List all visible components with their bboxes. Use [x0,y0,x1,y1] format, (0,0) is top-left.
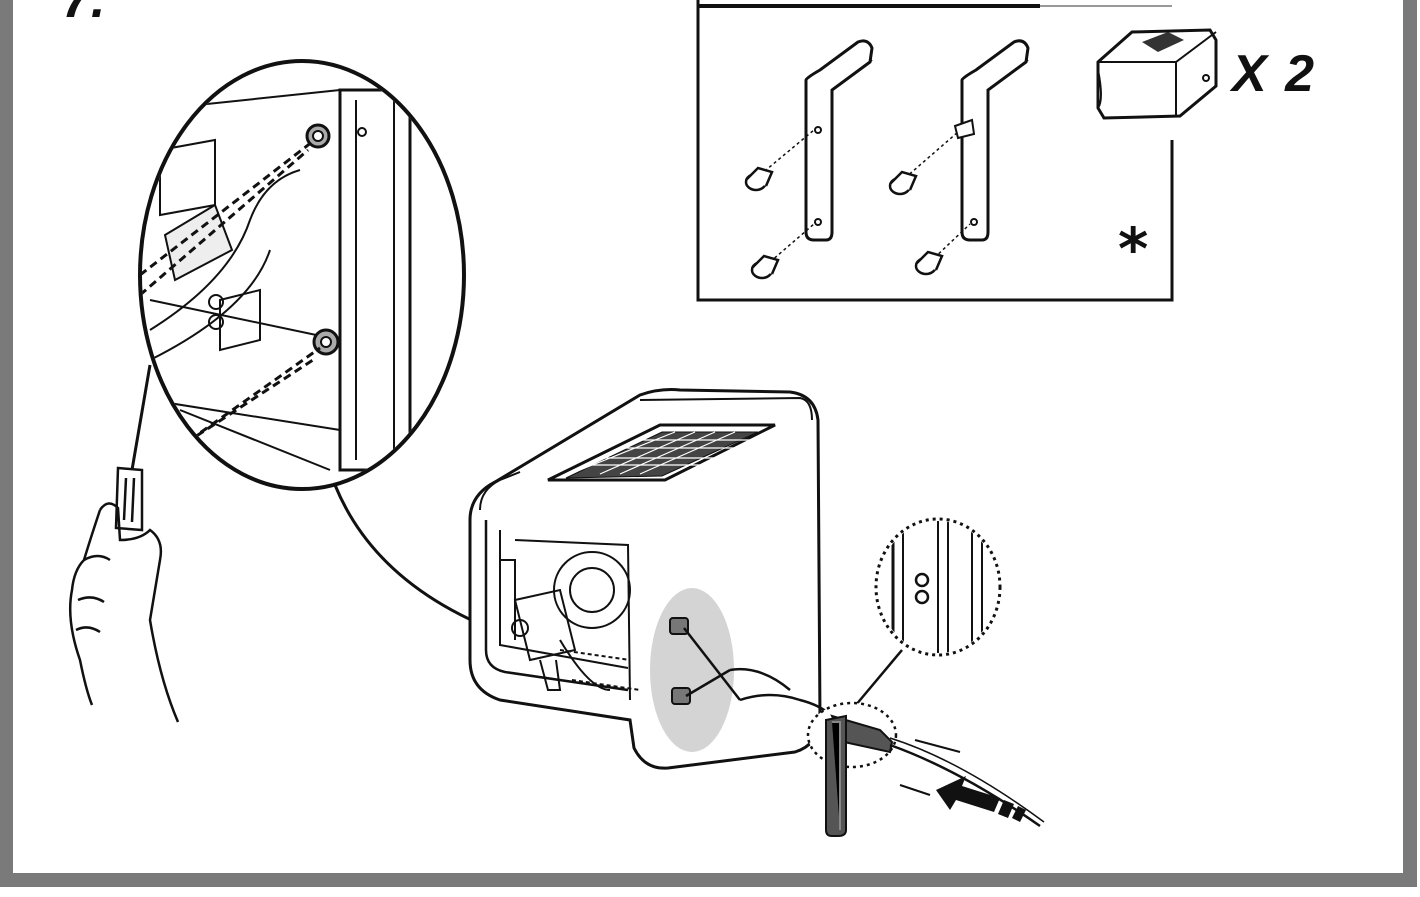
bracket-left-icon [759,39,874,263]
heater-unit-icon [468,388,833,770]
plug-icon [744,166,780,280]
note-marker: * [1118,215,1149,283]
accessories-inset [696,0,1218,302]
connector-block-icon [1096,28,1218,120]
bracket-right-icon [888,39,1030,276]
quantity-label: X 2 [1232,45,1317,103]
figure-title-fragment: 7. [62,0,106,29]
magnified-detail-icon [138,59,466,491]
terminal-detail-icon [849,517,1002,713]
connector-plug-icon [806,701,1045,837]
insertion-arrow-icon [936,776,1026,822]
hand-with-screwdriver-icon [68,364,180,723]
